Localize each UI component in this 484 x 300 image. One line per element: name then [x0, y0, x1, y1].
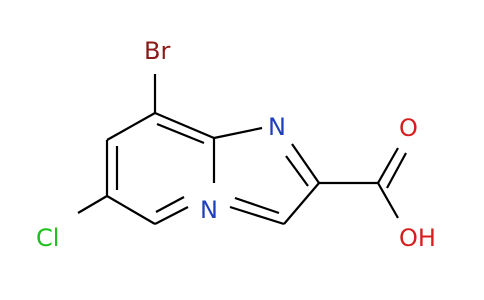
atom-label-layer: Br Cl N N O OH [36, 37, 436, 252]
bond-c5-n4-inner [155, 196, 185, 213]
bond-cacid-o [377, 147, 399, 184]
bond-c5-n4 [154, 206, 189, 225]
atom-o-carbonyl-label: O [399, 114, 418, 142]
atom-n-bridge-label: N [200, 196, 218, 224]
atom-o-hydroxyl-label: OH [399, 224, 436, 252]
bond-layer [77, 74, 407, 226]
bond-c3-n4 [229, 205, 285, 226]
atom-br-label: Br [144, 37, 170, 65]
bond-c6-cl [77, 195, 108, 214]
bond-cacid-oh [377, 182, 399, 219]
atom-n-imine-label: N [268, 113, 286, 141]
bond-n1-c2-inner [285, 155, 309, 187]
bond-c6-c5 [106, 195, 156, 225]
bond-c3-n4-inner [234, 196, 280, 215]
bond-n1-c2 [291, 143, 320, 184]
bond-c8a-c8-inner [156, 122, 205, 145]
bond-cacid-o-inner [386, 152, 407, 189]
bond-c8-c7 [106, 112, 156, 141]
bond-c2-c3 [283, 182, 320, 225]
bond-c8a-c8 [154, 111, 215, 140]
atom-cl-label: Cl [36, 224, 59, 252]
bond-c8a-n1 [213, 126, 263, 140]
